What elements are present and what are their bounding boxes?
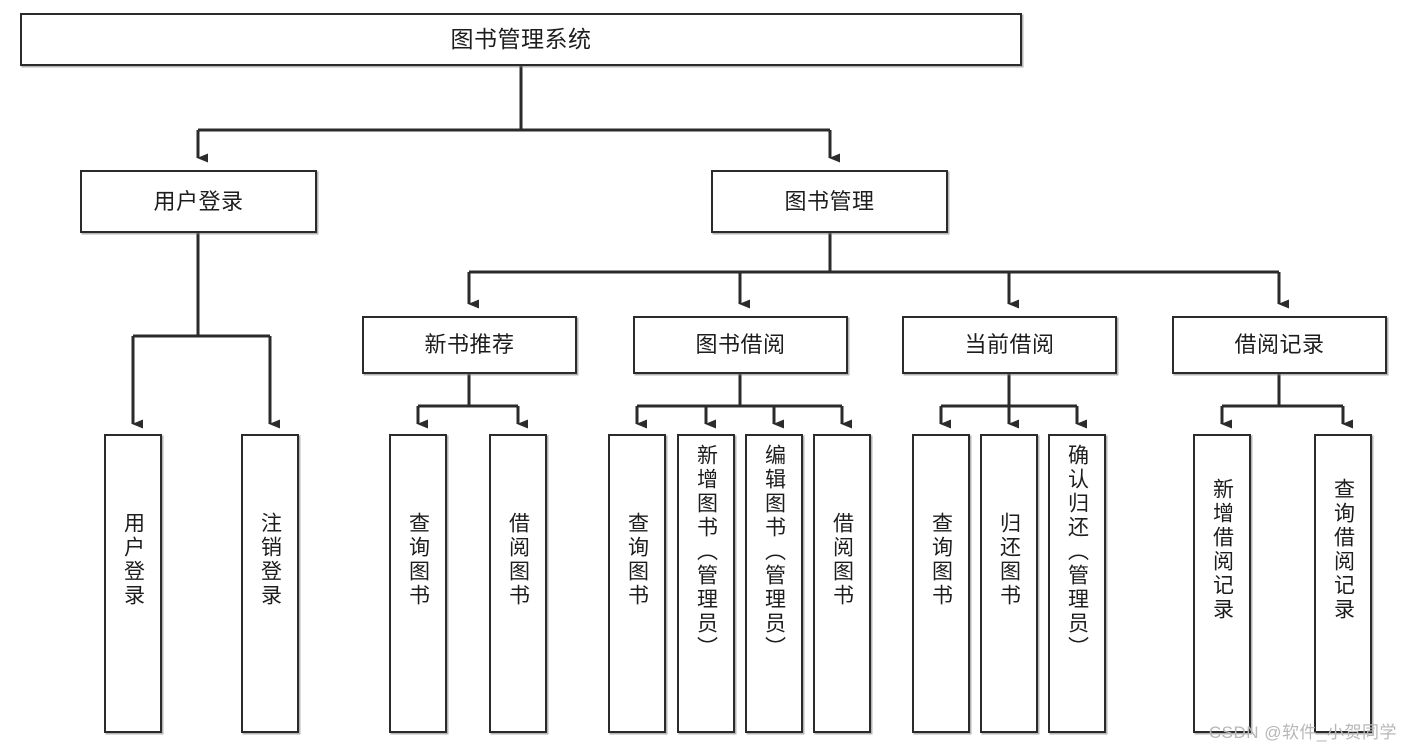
- node-leaf-add-book[interactable]: 新增图书（管理员）: [677, 434, 735, 733]
- node-leaf-query-book-b[interactable]: 查询图书: [608, 434, 666, 733]
- node-leaf-query-book-c[interactable]: 查询图书: [912, 434, 970, 733]
- node-new-book-rec[interactable]: 新书推荐: [362, 316, 577, 374]
- node-leaf-user-login[interactable]: 用户登录: [104, 434, 162, 733]
- node-book-borrow-label: 图书借阅: [695, 332, 786, 358]
- node-leaf-query-book-a[interactable]: 查询图书: [389, 434, 447, 733]
- node-leaf-query-book-b-label: 查询图书: [625, 512, 649, 608]
- watermark-text: CSDN @软件_小贺同学: [1208, 723, 1397, 742]
- node-leaf-edit-book-label: 编辑图书（管理员）: [762, 444, 786, 660]
- node-borrow-record-label: 借阅记录: [1234, 332, 1325, 358]
- node-leaf-return-book-label: 归还图书: [997, 512, 1021, 608]
- node-current-borrow-label: 当前借阅: [964, 332, 1055, 358]
- node-user-login[interactable]: 用户登录: [80, 170, 317, 233]
- node-book-manage[interactable]: 图书管理: [711, 170, 948, 233]
- node-leaf-add-book-label: 新增图书（管理员）: [694, 444, 718, 660]
- node-borrow-record[interactable]: 借阅记录: [1172, 316, 1387, 374]
- node-root-label: 图书管理系统: [450, 25, 592, 52]
- node-leaf-add-record[interactable]: 新增借阅记录: [1193, 434, 1251, 733]
- node-leaf-confirm-return-label: 确认归还（管理员）: [1065, 444, 1089, 660]
- node-leaf-return-book[interactable]: 归还图书: [980, 434, 1038, 733]
- node-current-borrow[interactable]: 当前借阅: [902, 316, 1117, 374]
- node-root[interactable]: 图书管理系统: [20, 13, 1022, 66]
- node-leaf-user-login-label: 用户登录: [121, 512, 145, 608]
- node-leaf-borrow-book-b-label: 借阅图书: [830, 512, 854, 608]
- node-leaf-query-book-a-label: 查询图书: [406, 512, 430, 608]
- node-leaf-logout-label: 注销登录: [258, 512, 282, 608]
- node-book-borrow[interactable]: 图书借阅: [633, 316, 848, 374]
- node-new-book-rec-label: 新书推荐: [424, 332, 515, 358]
- node-user-login-label: 用户登录: [153, 188, 244, 214]
- node-leaf-edit-book[interactable]: 编辑图书（管理员）: [745, 434, 803, 733]
- node-book-manage-label: 图书管理: [784, 188, 875, 214]
- node-leaf-logout[interactable]: 注销登录: [241, 434, 299, 733]
- node-leaf-add-record-label: 新增借阅记录: [1210, 478, 1234, 622]
- node-leaf-borrow-book-a[interactable]: 借阅图书: [489, 434, 547, 733]
- node-leaf-query-book-c-label: 查询图书: [929, 512, 953, 608]
- node-leaf-confirm-return[interactable]: 确认归还（管理员）: [1048, 434, 1106, 733]
- node-leaf-query-record-label: 查询借阅记录: [1331, 478, 1355, 622]
- node-leaf-borrow-book-a-label: 借阅图书: [506, 512, 530, 608]
- node-leaf-query-record[interactable]: 查询借阅记录: [1314, 434, 1372, 733]
- node-leaf-borrow-book-b[interactable]: 借阅图书: [813, 434, 871, 733]
